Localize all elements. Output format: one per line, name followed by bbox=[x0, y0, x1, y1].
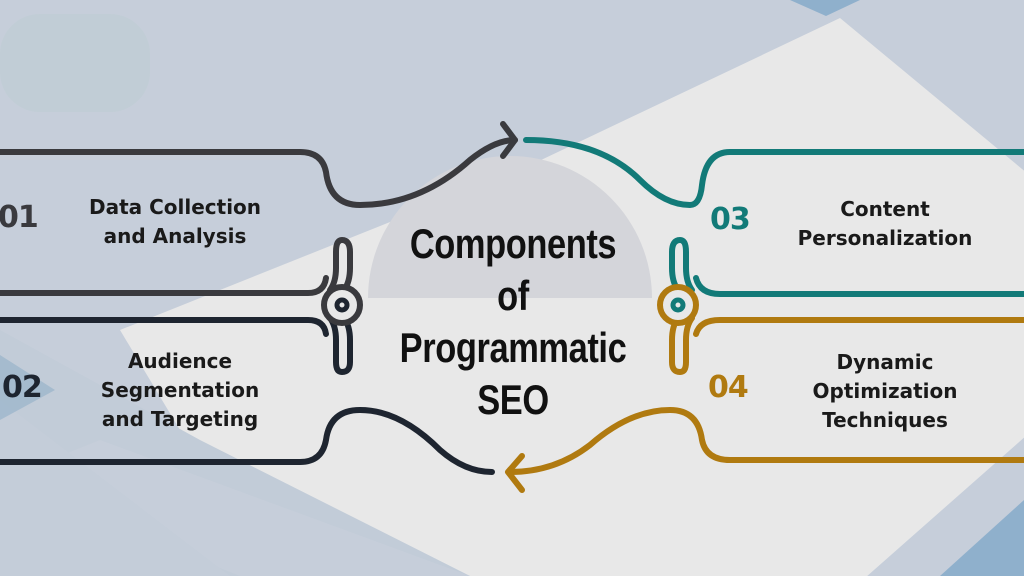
step-02-label: Audience Segmentation and Targeting bbox=[75, 347, 285, 434]
step-04-frame bbox=[693, 317, 1024, 337]
step-02-line-3: and Targeting bbox=[101, 407, 259, 431]
step-03-label: Content Personalization bbox=[780, 195, 990, 253]
title-line-4: SEO bbox=[477, 376, 549, 423]
diagram-title: Components of Programmatic SEO bbox=[396, 218, 631, 426]
step-04-label: Dynamic Optimization Techniques bbox=[780, 348, 990, 435]
step-03-number: 03 bbox=[710, 202, 751, 237]
step-04-line-2: Optimization bbox=[812, 379, 958, 403]
step-04-number: 04 bbox=[708, 370, 749, 405]
title-line-2: of bbox=[497, 272, 529, 319]
step-02-line-2: Segmentation bbox=[100, 378, 260, 402]
step-03-frame bbox=[523, 137, 1024, 209]
key-connector-icon bbox=[657, 236, 699, 376]
title-line-1: Components bbox=[409, 220, 617, 267]
step-03-line-1: Content bbox=[840, 197, 930, 221]
step-01-number: 01 bbox=[0, 200, 39, 235]
step-04-line-1: Dynamic bbox=[836, 350, 934, 374]
step-01-line-2: and Analysis bbox=[103, 224, 247, 248]
step-03-line-2: Personalization bbox=[797, 226, 973, 250]
key-connector-icon bbox=[321, 236, 363, 376]
step-01-line-1: Data Collection bbox=[88, 195, 262, 219]
step-02-line-1: Audience bbox=[127, 349, 233, 373]
arrow-left-icon bbox=[505, 453, 525, 493]
step-02-number: 02 bbox=[2, 370, 43, 405]
title-line-3: Programmatic bbox=[399, 324, 627, 371]
step-04-line-3: Techniques bbox=[822, 408, 948, 432]
arrow-right-icon bbox=[500, 121, 518, 159]
step-02-frame bbox=[0, 317, 329, 337]
step-01-label: Data Collection and Analysis bbox=[70, 193, 280, 251]
step-01-frame bbox=[0, 137, 518, 209]
